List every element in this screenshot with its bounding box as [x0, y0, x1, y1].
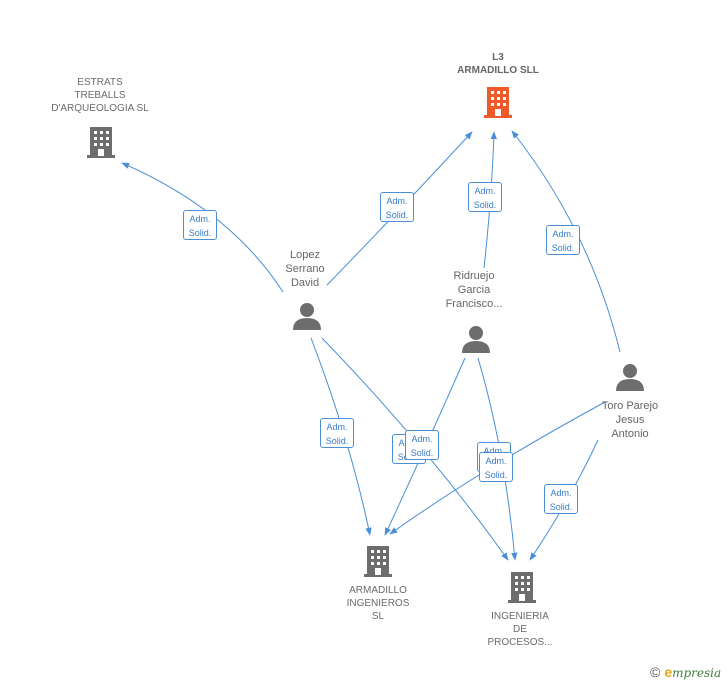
edge-label-lopez-armadillo: Adm.Solid. [320, 418, 354, 448]
footer-brand: ©empresia [650, 664, 721, 680]
brand-logo-e: e [664, 664, 673, 680]
edge-label-ridruejo-l3: Adm.Solid. [468, 182, 502, 212]
brand-name: mpresia [672, 666, 722, 680]
building-icon [87, 127, 115, 158]
edge-label-ridruejo-armadillo: Adm.Solid. [405, 430, 439, 460]
node-label-ridruejo-garcia[interactable]: Ridruejo Garcia Francisco... [445, 270, 503, 310]
building-icon [484, 87, 512, 118]
edge-label-toro-l3: Adm.Solid. [546, 225, 580, 255]
node-label-l3-armadillo[interactable]: L3 ARMADILLO SLL [457, 52, 539, 76]
node-label-toro-parejo[interactable]: Toro Parejo Jesus Antonio [601, 400, 659, 440]
node-label-lopez-serrano[interactable]: Lopez Serrano David [285, 249, 325, 289]
edge-label-lopez-estrats: Adm.Solid. [183, 210, 217, 240]
node-label-ingenieria-procesos[interactable]: INGENIERIA DE PROCESOS... [487, 611, 553, 648]
edge-label-lopez-l3: Adm.Solid. [380, 192, 414, 222]
building-icon [364, 546, 392, 577]
edge-label-ridruejo-ingenieria: Adm.Solid. [479, 452, 513, 482]
building-icon [508, 572, 536, 603]
person-icon [462, 326, 490, 353]
node-label-armadillo-ingenieros[interactable]: ARMADILLO INGENIEROS SL [346, 585, 410, 622]
node-label-estrats[interactable]: ESTRATS TREBALLS D'ARQUEOLOGIA SL [51, 77, 149, 114]
copyright-symbol: © [650, 664, 661, 680]
person-icon [616, 364, 644, 391]
person-icon [293, 303, 321, 330]
edge-label-toro-ingenieria: Adm.Solid. [544, 484, 578, 514]
